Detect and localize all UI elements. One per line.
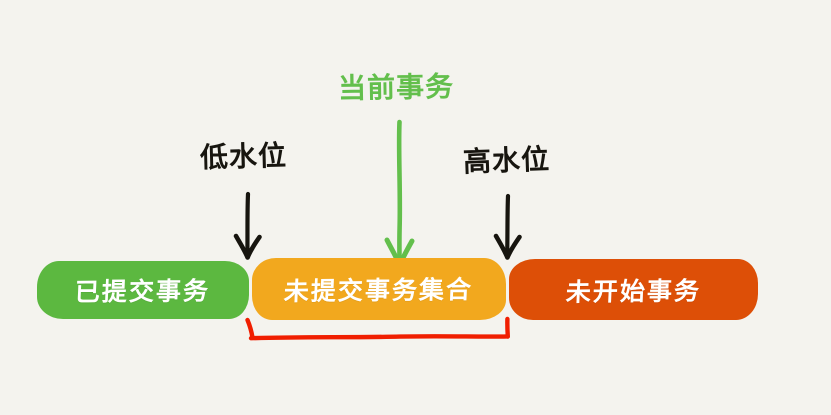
high-watermark-label: 高水位 — [462, 142, 551, 179]
current-transaction-arrow-down-icon — [384, 119, 415, 268]
high-watermark-arrow-down-icon — [493, 193, 522, 260]
block-uncommitted-label: 未提交事务集合 — [283, 275, 475, 306]
low-watermark-label: 低水位 — [199, 138, 288, 175]
block-notstarted-label: 未开始事务 — [565, 275, 702, 307]
range-bracket — [245, 316, 510, 341]
current-transaction-label: 当前事务 — [337, 69, 455, 106]
block-committed-transactions: 已提交事务 — [37, 261, 249, 319]
block-uncommitted-transactions: 未提交事务集合 — [252, 258, 506, 320]
block-committed-label: 已提交事务 — [74, 276, 212, 307]
block-notstarted-transactions: 未开始事务 — [509, 259, 758, 320]
low-watermark-arrow-down-icon — [233, 191, 262, 260]
